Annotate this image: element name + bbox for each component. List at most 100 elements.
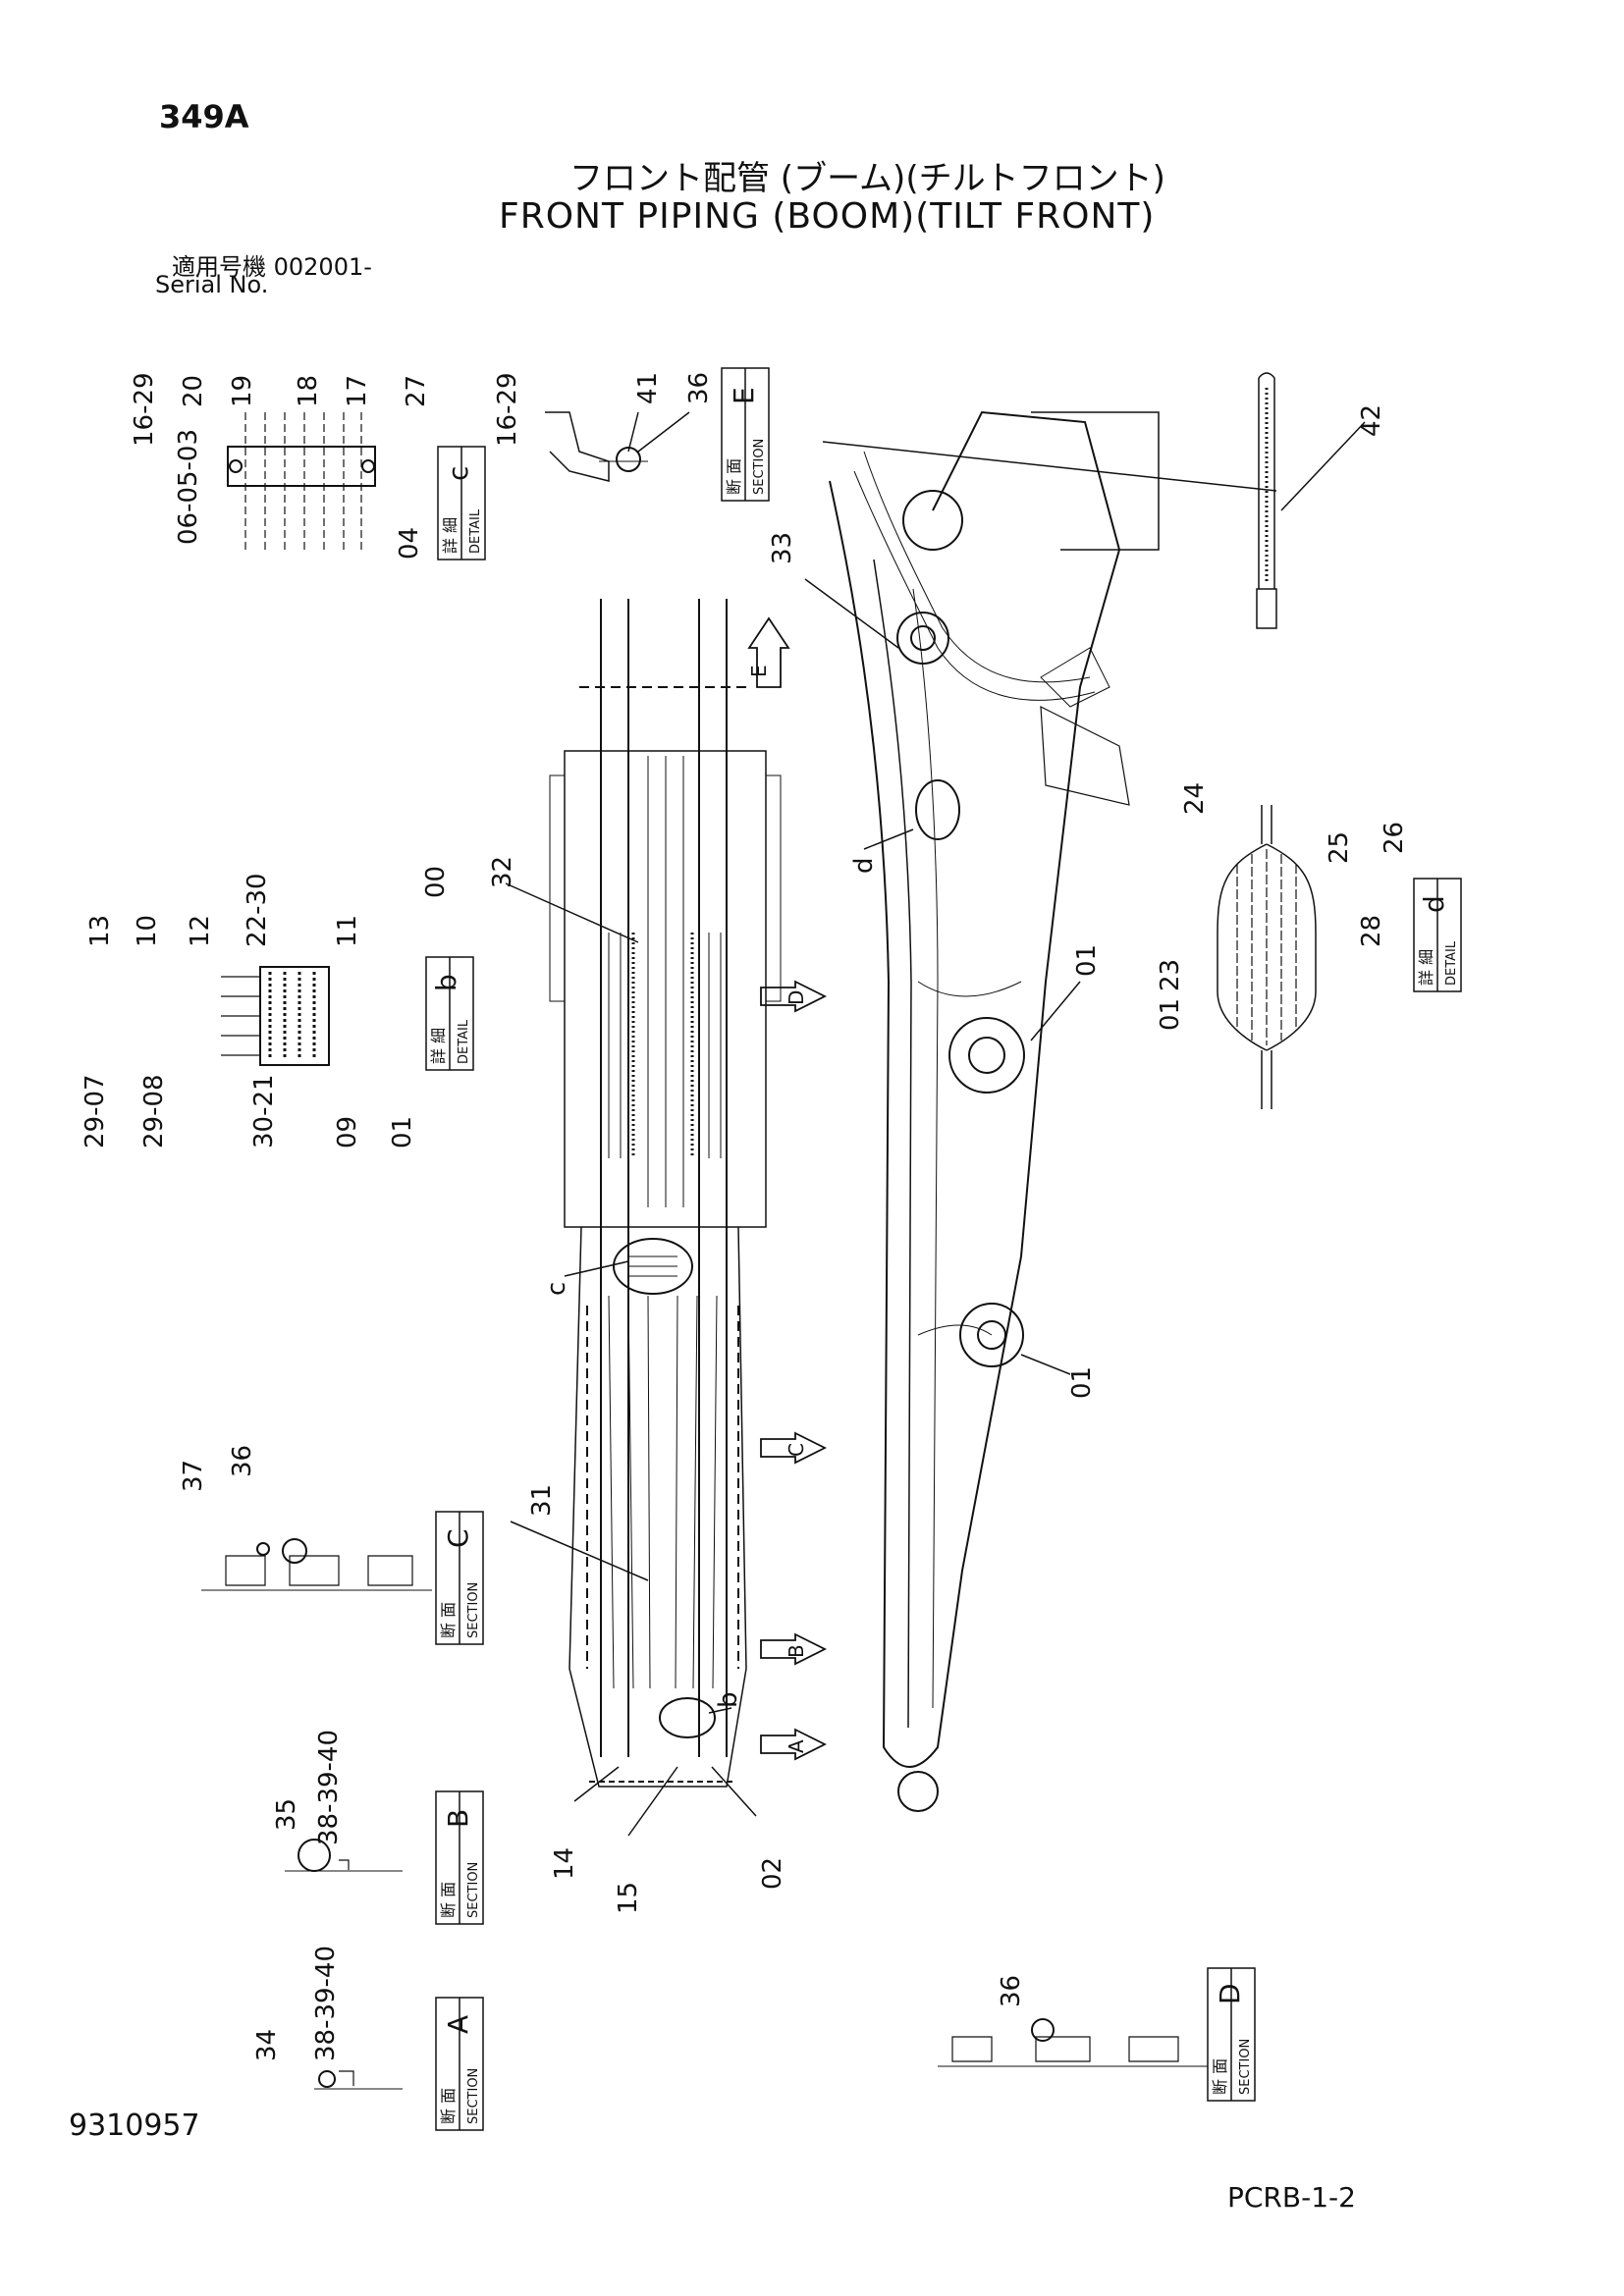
callout: 36 — [997, 1975, 1026, 2007]
svg-text:E: E — [728, 387, 760, 404]
detail-ref: b — [714, 1691, 743, 1708]
svg-text:A: A — [442, 2015, 474, 2034]
boom-side-view — [829, 410, 1160, 1812]
callout: 01 — [1072, 944, 1102, 977]
callout: 29-08 — [139, 1074, 169, 1148]
section-b-drawing — [285, 1839, 403, 1872]
callout: 00 — [421, 866, 451, 898]
section-marker-A: A — [785, 1739, 808, 1753]
svg-text:B: B — [442, 1809, 474, 1828]
cable-tie-part — [1256, 372, 1277, 629]
callout: 38-39-40 — [314, 1730, 344, 1845]
callout: 34 — [252, 2029, 282, 2061]
callout: 32 — [488, 856, 517, 888]
sheet-code: PCRB-1-2 — [1227, 2181, 1356, 2214]
callout: 35 — [272, 1798, 301, 1831]
section-marker-B: B — [785, 1644, 808, 1658]
callout: 02 — [758, 1857, 787, 1890]
svg-text:b: b — [430, 974, 462, 991]
view-box-frames — [425, 367, 1462, 2131]
section-d-drawing — [938, 2018, 1208, 2067]
callout: 13 — [85, 915, 115, 947]
detail-c-drawing — [227, 412, 376, 550]
callout: 23 — [1156, 959, 1185, 991]
section-arrows — [747, 616, 828, 1761]
callout: 42 — [1357, 404, 1386, 437]
svg-text:C: C — [442, 1528, 474, 1548]
callout: 37 — [179, 1460, 208, 1492]
svg-text:詳 細: 詳 細 — [429, 1028, 448, 1064]
callout: 12 — [186, 915, 215, 947]
svg-text:d: d — [1418, 895, 1450, 913]
drawing-number: 9310957 — [69, 2109, 200, 2143]
detail-d-drawing — [1217, 805, 1317, 1109]
callout: 26 — [1380, 822, 1409, 854]
callout: 30-21 — [249, 1074, 279, 1148]
svg-text:DETAIL: DETAIL — [457, 1019, 471, 1064]
callout: 33 — [768, 532, 797, 564]
callout: 09 — [333, 1116, 362, 1148]
svg-text:SECTION: SECTION — [1238, 2039, 1253, 2095]
svg-text:SECTION: SECTION — [752, 439, 767, 495]
callout: 18 — [294, 375, 323, 407]
callout: 01 — [388, 1116, 417, 1148]
page-code: 349A — [159, 98, 249, 135]
callout: 38-39-40 — [311, 1946, 341, 2061]
callout: 14 — [550, 1847, 579, 1880]
serial-label-japanese: 適用号機 002001- — [172, 253, 372, 281]
svg-text:DETAIL: DETAIL — [1444, 940, 1459, 986]
callout-numbers: 16-29 20 19 18 17 27 16-29 06-05-03 04 1… — [81, 372, 1409, 2061]
callout: 01 — [1156, 998, 1185, 1031]
section-c-drawing — [201, 1538, 432, 1591]
callout: 10 — [133, 915, 162, 947]
callout: 27 — [402, 375, 431, 407]
svg-text:断 面: 断 面 — [1211, 2058, 1229, 2095]
callout: 36 — [684, 372, 714, 404]
svg-text:D: D — [1214, 1983, 1246, 2004]
boom-top-view — [549, 599, 782, 1788]
svg-text:詳 細: 詳 細 — [441, 517, 460, 554]
svg-text:c: c — [442, 466, 474, 481]
callout: 28 — [1357, 915, 1386, 947]
callout: 17 — [343, 375, 372, 407]
svg-text:断 面: 断 面 — [725, 458, 743, 495]
svg-text:断 面: 断 面 — [439, 2088, 458, 2124]
callout: 29-07 — [81, 1074, 110, 1148]
section-marker-letters: E D C B A — [747, 665, 808, 1753]
svg-text:詳 細: 詳 細 — [1417, 949, 1435, 986]
serial-label-english: Serial No. — [155, 271, 269, 298]
callout: 41 — [633, 372, 663, 404]
section-marker-E: E — [747, 665, 771, 677]
detail-ref: c — [542, 1282, 571, 1296]
callout: 25 — [1325, 831, 1354, 864]
view-box-labels: 詳 細 DETAIL c 詳 細 DETAIL b 詳 細 DETAIL d 断… — [429, 387, 1459, 2124]
detail-b-drawing — [221, 966, 330, 1066]
callout: 06-05-03 — [174, 429, 203, 545]
svg-text:SECTION: SECTION — [466, 1862, 481, 1918]
callout: 24 — [1180, 782, 1210, 815]
svg-text:断 面: 断 面 — [439, 1602, 458, 1638]
callout: 31 — [527, 1484, 557, 1517]
callout: 36 — [228, 1445, 257, 1477]
section-a-drawing — [314, 2070, 403, 2090]
section-e-drawing — [545, 411, 648, 482]
callout: 04 — [395, 527, 424, 560]
svg-text:断 面: 断 面 — [439, 1882, 458, 1918]
title-english: FRONT PIPING (BOOM)(TILT FRONT) — [499, 196, 1156, 237]
section-marker-C: C — [785, 1443, 808, 1457]
svg-text:SECTION: SECTION — [466, 1582, 481, 1638]
title-japanese: フロント配管 (ブーム)(チルトフロント) — [569, 159, 1165, 198]
callout: 11 — [333, 915, 362, 947]
callout: 01 — [1067, 1366, 1097, 1399]
callout: 22-30 — [243, 873, 272, 947]
detail-ref: d — [849, 857, 879, 874]
callout: 15 — [614, 1882, 643, 1914]
svg-text:DETAIL: DETAIL — [468, 508, 483, 554]
callout: 16-29 — [130, 372, 159, 447]
section-marker-D: D — [785, 990, 808, 1005]
callout: 16-29 — [493, 372, 522, 447]
callout: 20 — [179, 375, 208, 407]
callout: 19 — [228, 375, 257, 407]
svg-text:SECTION: SECTION — [466, 2068, 481, 2124]
